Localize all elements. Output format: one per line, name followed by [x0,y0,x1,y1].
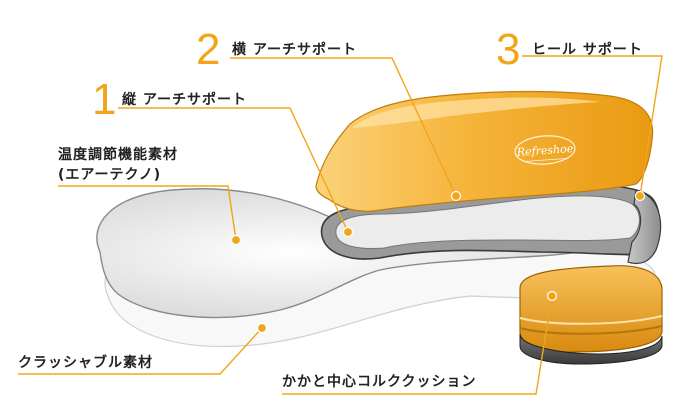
dot-heel-support [636,192,645,201]
heel-cork-label: かかと中心コルククッション [282,374,476,390]
callout-number-2: 2 [196,28,220,72]
temperature-material-sublabel: (エアーテクノ) [58,166,161,185]
dot-temperature [232,236,241,245]
heel-cork-cushion [520,266,662,352]
callout-label-3: ヒール サポート [532,42,643,58]
callout-number-1: 1 [92,78,116,122]
callout-label-2: 横 アーチサポート [232,42,357,58]
temperature-material-label: 温度調節機能素材 [58,146,178,165]
callout-number-3: 3 [496,28,520,72]
dot-heel-cork [548,292,557,301]
dot-arch-horizontal [452,192,461,201]
dot-arch-vertical [344,228,353,237]
dot-crushable [258,324,267,333]
callout-label-1: 縦 アーチサポート [122,92,247,108]
crushable-material-label: クラッシャブル素材 [18,355,153,371]
